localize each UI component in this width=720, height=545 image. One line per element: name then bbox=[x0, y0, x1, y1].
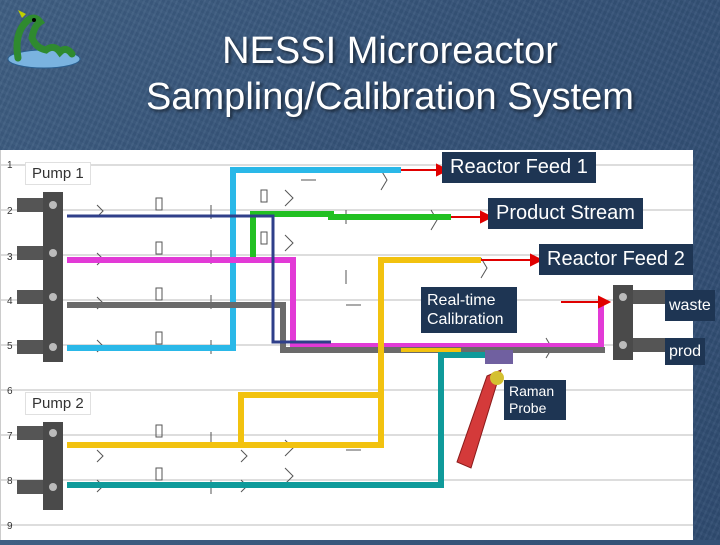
row-number: 7 bbox=[7, 431, 13, 442]
raman-probe-icon bbox=[456, 350, 513, 469]
realtime-calibration-label: Real-time Calibration bbox=[421, 287, 517, 333]
row-number: 5 bbox=[7, 341, 13, 352]
reactor-feed-1-label: Reactor Feed 1 bbox=[442, 152, 596, 183]
row-number: 9 bbox=[7, 521, 13, 532]
waste-label: waste bbox=[665, 290, 715, 321]
nessie-logo-icon bbox=[7, 10, 81, 69]
navy-line bbox=[67, 214, 331, 344]
realtime-calibration-line2: Calibration bbox=[427, 311, 504, 328]
product-stream-label: Product Stream bbox=[488, 198, 643, 229]
teal-line bbox=[67, 352, 499, 488]
output-arrows bbox=[401, 163, 612, 309]
product-stream-line bbox=[67, 211, 451, 263]
realtime-calibration-line1: Real-time bbox=[427, 292, 496, 309]
row-number: 4 bbox=[7, 296, 13, 307]
left-manifold-block bbox=[17, 192, 63, 362]
title-line-2: Sampling/Calibration System bbox=[146, 76, 634, 118]
row-number: 3 bbox=[7, 252, 13, 263]
row-number: 2 bbox=[7, 206, 13, 217]
prod-label: prod bbox=[665, 338, 706, 365]
title-line-1: NESSI Microreactor bbox=[222, 30, 558, 72]
raman-probe-label: Raman Probe bbox=[504, 380, 566, 420]
reactor-feed-2-label: Reactor Feed 2 bbox=[539, 244, 693, 275]
reactor-feed-1-line bbox=[67, 167, 401, 351]
row-number: 8 bbox=[7, 476, 13, 487]
flow-schematic: 1 2 3 4 5 6 7 8 9 bbox=[1, 160, 693, 532]
raman-probe-line1: Raman bbox=[509, 383, 555, 399]
row-number: 1 bbox=[7, 160, 13, 171]
raman-probe-line2: Probe bbox=[509, 400, 547, 416]
pump-1-label: Pump 1 bbox=[25, 162, 91, 185]
pump-2-label: Pump 2 bbox=[25, 392, 91, 415]
flow-lines bbox=[67, 167, 605, 488]
process-diagram: 1 2 3 4 5 6 7 8 9 bbox=[0, 150, 715, 540]
row-number: 6 bbox=[7, 386, 13, 397]
reactor-feed-2-line bbox=[67, 257, 481, 448]
slide-title: NESSI Microreactor Sampling/Calibration … bbox=[90, 28, 690, 120]
magenta-line bbox=[67, 257, 604, 349]
right-manifold-block bbox=[613, 285, 673, 360]
left-manifold-block-lower bbox=[17, 422, 63, 510]
